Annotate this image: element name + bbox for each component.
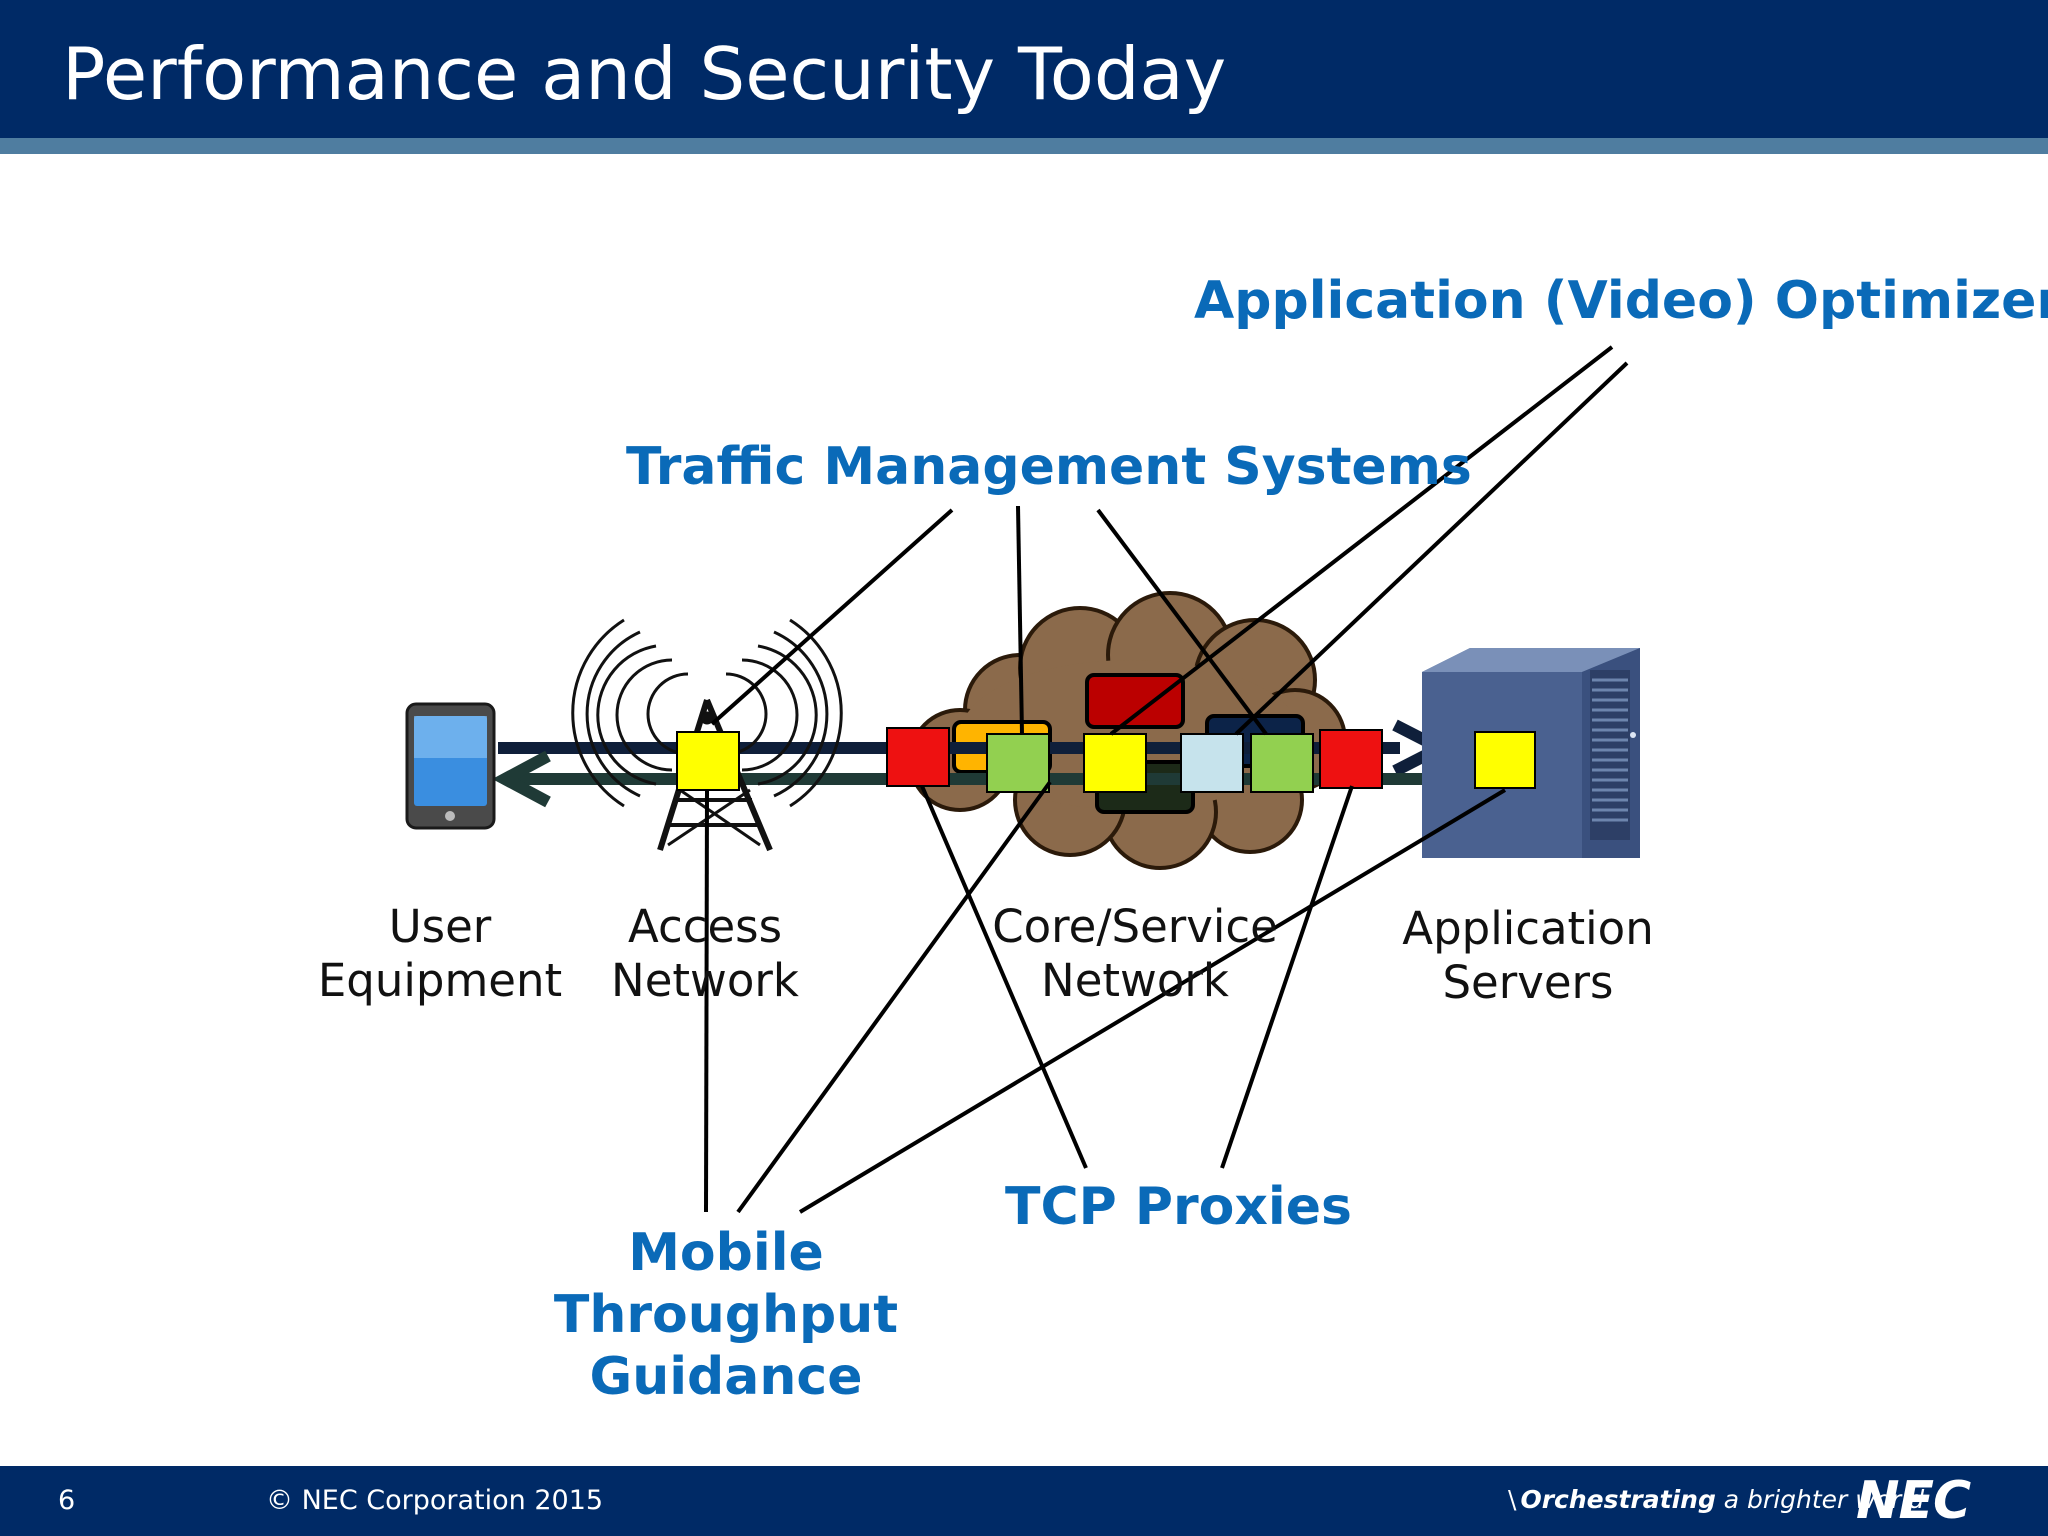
callout-tcp-proxies: TCP Proxies <box>1005 1177 1352 1237</box>
callout-app-optimizers: Application (Video) Optimizers <box>1194 271 2048 331</box>
label-app-servers: Application Servers <box>1402 902 1654 1009</box>
slide-title: Performance and Security Today <box>62 32 1227 116</box>
page-number: 6 <box>58 1485 76 1516</box>
callout-mobile-guidance: Mobile Throughput Guidance <box>553 1223 899 1407</box>
server-box-yellow <box>1474 731 1536 789</box>
pipe-box-red-left <box>886 727 950 787</box>
tagline-slash-mark: \ <box>1508 1485 1517 1514</box>
slide-footer: 6 © NEC Corporation 2015 \Orchestrating … <box>0 1466 2048 1536</box>
callout-traffic-mgmt: Traffic Management Systems <box>626 437 1472 497</box>
smartphone-icon <box>405 702 496 830</box>
label-user-equipment: User Equipment <box>317 900 563 1007</box>
copyright-text: © NEC Corporation 2015 <box>266 1485 604 1516</box>
pipe-box-green-right <box>1250 733 1314 793</box>
label-core-network: Core/Service Network <box>992 900 1278 1007</box>
pipe-box-yellow <box>1083 733 1147 793</box>
cloud-box-darkred <box>1085 673 1185 729</box>
pipe-box-red-right <box>1319 729 1383 789</box>
pipe-box-lightblue <box>1180 733 1244 793</box>
brand-tagline: \Orchestrating a brighter world <box>1508 1485 1925 1514</box>
header-rule <box>0 138 2048 154</box>
tower-box-yellow <box>676 731 740 791</box>
slide-header <box>0 0 2048 138</box>
callout-connectors <box>704 345 1629 1214</box>
nec-logo: NEC <box>1856 1471 1971 1531</box>
label-access-network: Access Network <box>611 900 799 1007</box>
pipe-box-green-left <box>986 733 1050 793</box>
